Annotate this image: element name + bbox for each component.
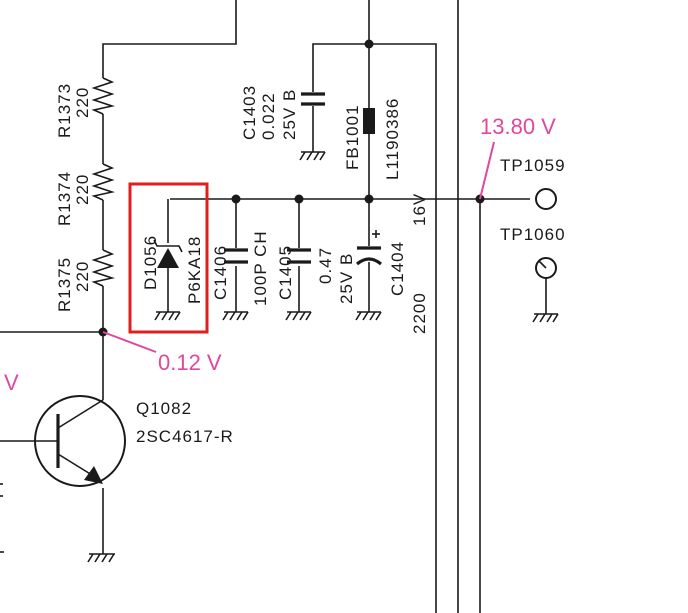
zener-diode-d1056 — [153, 239, 183, 268]
supply-voltage-label: 13.80 V — [480, 114, 556, 139]
d1056-label: D1056 — [141, 235, 160, 290]
r1375-value: 220 — [73, 261, 92, 292]
c1403-label: C1403 — [240, 85, 259, 140]
c1406-label: C1406 — [211, 245, 230, 300]
c1405-rating: 25V B — [337, 253, 356, 304]
r1374-value: 220 — [73, 174, 92, 205]
test-point-tp1059 — [535, 188, 557, 210]
ground-d1056 — [154, 311, 181, 321]
ground-c1405 — [285, 311, 312, 321]
c1403-value: 0.022 — [259, 92, 278, 140]
r1373-value: 220 — [73, 87, 92, 118]
c1403-rating: 25V B — [280, 89, 299, 140]
d1056-part: P6KA18 — [185, 236, 204, 304]
c1404-label: C1404 — [388, 241, 407, 296]
edge-marks — [0, 483, 4, 553]
q1082-label: Q1082 — [136, 399, 192, 418]
supply-voltage-pointer — [479, 141, 495, 200]
c1405-value: 0.47 — [316, 247, 335, 284]
tp1060-label: TP1060 — [500, 225, 566, 244]
d1056-highlight-box — [128, 182, 209, 334]
ground-q1082 — [87, 553, 115, 563]
c1404-value: 2200 — [410, 292, 429, 334]
r1375-label: R1375 — [55, 257, 74, 312]
fb1001-part: L1190386 — [383, 98, 402, 180]
tp1059-label: TP1059 — [500, 156, 566, 175]
fb1001-label: FB1001 — [343, 104, 362, 170]
capacitor-c1403 — [301, 92, 325, 106]
c1405-label: C1405 — [276, 245, 295, 300]
base-node-pointer — [102, 331, 157, 353]
transistor-q1082 — [34, 395, 126, 487]
c1404-rating: 16V — [410, 193, 429, 226]
ground-tp1060 — [532, 313, 559, 323]
voltage-annotations: 13.80 V 0.12 V V — [4, 114, 556, 395]
capacitor-c1406 — [224, 248, 248, 264]
capacitor-c1405 — [287, 248, 311, 264]
base-node-voltage-label: 0.12 V — [158, 350, 222, 375]
r1374-label: R1374 — [55, 171, 74, 226]
ground-c1403 — [299, 151, 326, 161]
ground-c1404 — [355, 311, 382, 321]
ferrite-bead-fb1001 — [363, 108, 375, 134]
resistor-r1374 — [91, 163, 115, 201]
test-point-tp1060 — [535, 257, 557, 279]
resistor-r1375 — [91, 249, 115, 287]
q1082-part: 2SC4617-R — [136, 427, 234, 446]
ground-symbols — [87, 151, 559, 563]
left-partial-voltage-label: V — [4, 370, 19, 395]
r1373-label: R1373 — [55, 83, 74, 138]
capacitor-c1404 — [355, 230, 383, 266]
resistor-r1373 — [91, 77, 115, 115]
c1406-value: 100P CH — [251, 230, 270, 306]
ground-c1406 — [222, 311, 249, 321]
wires — [0, 0, 547, 613]
